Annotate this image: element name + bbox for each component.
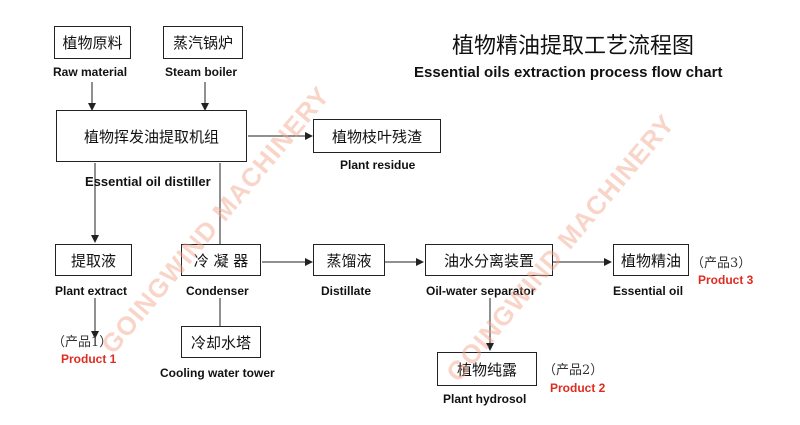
label-essential-oil: Essential oil xyxy=(613,284,684,298)
product1-en: Product 1 xyxy=(61,352,117,366)
node-cooling-tower: 冷却水塔 xyxy=(181,326,261,358)
node-essential-oil: 植物精油 xyxy=(613,244,689,276)
node-hydrosol-cn: 植物纯露 xyxy=(456,360,517,379)
node-raw-material-cn: 植物原料 xyxy=(62,34,123,52)
node-plant-residue-cn: 植物枝叶残渣 xyxy=(331,127,422,146)
product2-en: Product 2 xyxy=(550,381,606,395)
node-extract: 提取液 xyxy=(55,244,132,276)
node-steam-boiler: 蒸汽锅炉 xyxy=(163,26,243,59)
label-extract: Plant extract xyxy=(55,284,128,298)
label-distillate: Distillate xyxy=(321,284,372,298)
label-raw-material: Raw material xyxy=(53,65,128,79)
node-separator-cn: 油水分离装置 xyxy=(443,251,534,270)
node-steam-boiler-cn: 蒸汽锅炉 xyxy=(172,34,233,52)
label-hydrosol: Plant hydrosol xyxy=(443,392,527,406)
label-separator: Oil-water separator xyxy=(426,284,536,298)
node-condenser: 冷 凝 器 xyxy=(181,244,261,276)
node-cooling-tower-cn: 冷却水塔 xyxy=(190,333,251,352)
product3-en: Product 3 xyxy=(698,273,754,287)
label-condenser: Condenser xyxy=(186,284,249,298)
label-distiller: Essential oil distiller xyxy=(85,174,211,189)
product1-cn: （产品1） xyxy=(52,335,113,350)
node-distiller: 植物挥发油提取机组 xyxy=(56,110,247,162)
node-hydrosol: 植物纯露 xyxy=(437,352,537,386)
node-extract-cn: 提取液 xyxy=(70,251,116,270)
label-cooling-tower: Cooling water tower xyxy=(160,366,275,380)
chart-title-chinese: 植物精油提取工艺流程图 xyxy=(452,34,695,59)
node-plant-residue: 植物枝叶残渣 xyxy=(313,119,441,153)
label-steam-boiler: Steam boiler xyxy=(165,65,238,79)
node-essential-oil-cn: 植物精油 xyxy=(620,251,681,270)
node-separator: 油水分离装置 xyxy=(425,244,553,276)
node-condenser-cn: 冷 凝 器 xyxy=(193,251,249,270)
node-distillate: 蒸馏液 xyxy=(313,244,385,276)
node-distillate-cn: 蒸馏液 xyxy=(326,251,372,270)
chart-title-english: Essential oils extraction process flow c… xyxy=(414,64,723,81)
label-plant-residue: Plant residue xyxy=(340,158,416,172)
node-raw-material: 植物原料 xyxy=(54,26,131,59)
node-distiller-cn: 植物挥发油提取机组 xyxy=(83,127,219,146)
product2-cn: （产品2） xyxy=(543,363,604,378)
product3-cn: （产品3） xyxy=(691,256,752,271)
